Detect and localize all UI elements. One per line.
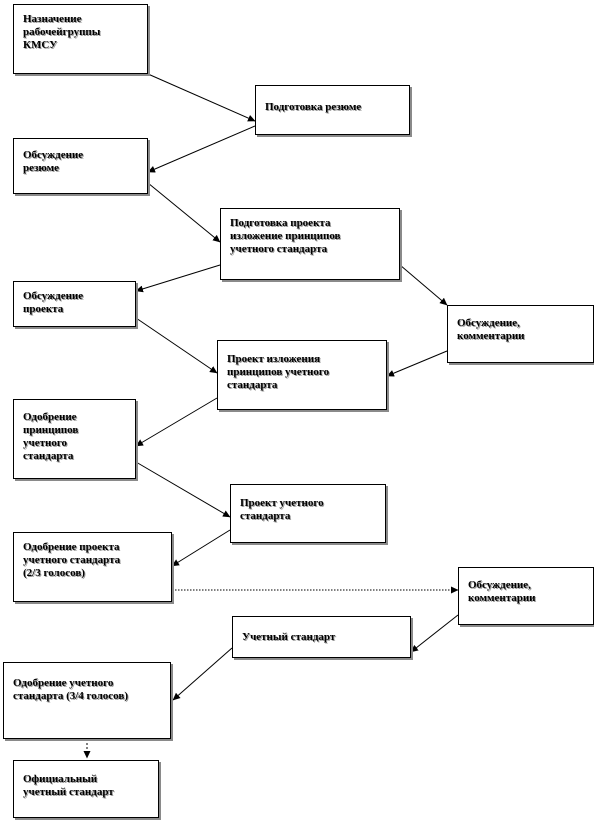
node-discussion-comments-2: Обсуждение, комментарии bbox=[458, 567, 594, 625]
arrow-n12-n13 bbox=[172, 647, 233, 701]
node-prepare-summary: Подготовка резюме bbox=[255, 85, 410, 135]
arrow-n4-n5 bbox=[135, 264, 221, 293]
node-approve-principles: Одобрение принципов учетного стандарта bbox=[13, 399, 136, 479]
node-approve-standard-draft: Одобрение проекта учетного стандарта (2/… bbox=[13, 532, 172, 602]
node-official-standard: Официальный учетный стандарт bbox=[13, 760, 159, 818]
arrow-n11-n12 bbox=[410, 614, 459, 653]
node-discuss-summary: Обсуждение резюме bbox=[13, 138, 148, 194]
arrow-n2-n3 bbox=[147, 125, 256, 173]
node-principles-draft: Проект изложения принципов учетного стан… bbox=[217, 340, 387, 410]
arrow-n7-n8 bbox=[135, 397, 218, 447]
arrow-n5-n7 bbox=[135, 317, 218, 374]
node-prepare-principles-draft: Подготовка проекта изложение принципов у… bbox=[220, 208, 400, 280]
arrow-n9-n10 bbox=[171, 529, 231, 567]
node-appoint-working-group: Назначение рабочейгруппы КМСУ bbox=[13, 4, 148, 74]
node-standard-draft: Проект учетного стандарта bbox=[230, 484, 386, 543]
node-accounting-standard: Учетный стандарт bbox=[232, 616, 411, 658]
node-discuss-draft: Обсуждение проекта bbox=[13, 281, 136, 327]
arrow-n8-n9 bbox=[135, 461, 231, 518]
arrow-n3-n4 bbox=[147, 182, 221, 243]
arrow-n4-n6 bbox=[399, 264, 448, 306]
node-approve-standard: Одобрение учетного стандарта (3/4 голосо… bbox=[3, 662, 171, 739]
node-discussion-comments-1: Обсуждение, комментарии bbox=[447, 305, 594, 363]
arrow-n6-n7 bbox=[386, 350, 448, 377]
arrow-n1-n2 bbox=[147, 73, 256, 122]
